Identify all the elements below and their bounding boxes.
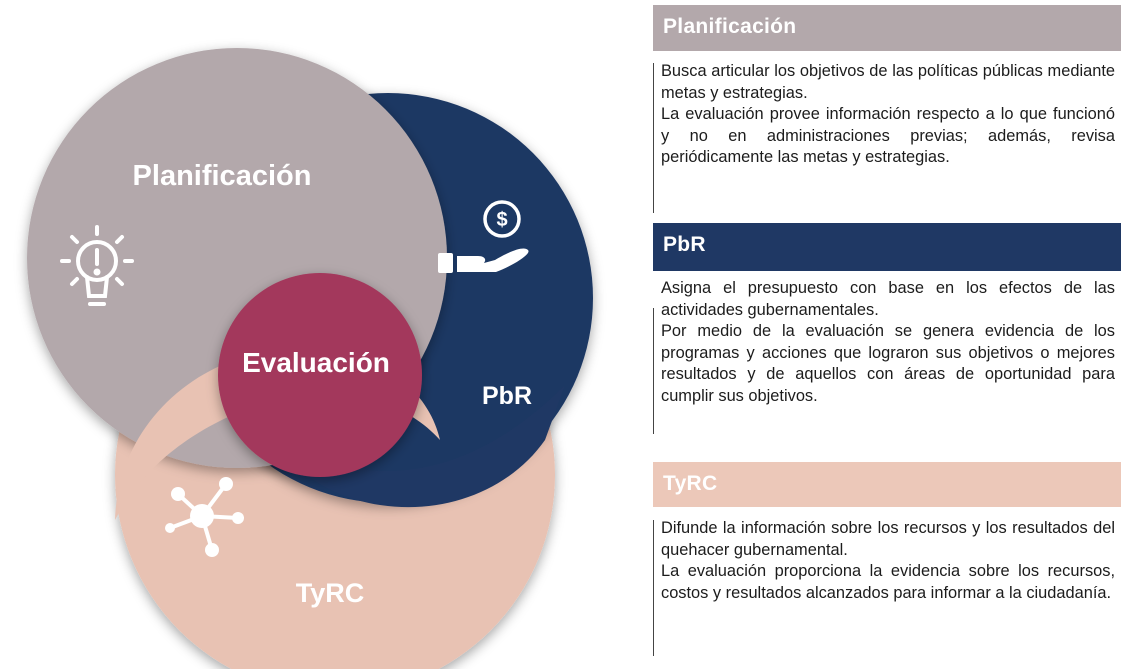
- section-title: Planificación: [663, 15, 797, 38]
- pbr-swirl: [268, 385, 565, 508]
- pbr-label: PbR: [482, 382, 532, 410]
- section-tyrc: TyRC Difunde la información sobre los re…: [653, 462, 1121, 662]
- section-body: Difunde la información sobre los recurso…: [653, 518, 1121, 656]
- tyrc-label: TyRC: [296, 578, 365, 608]
- section-header-pbr: PbR: [653, 223, 1121, 271]
- accent-bar: [653, 520, 654, 656]
- section-paragraph: La evaluación provee información respect…: [661, 105, 1115, 167]
- section-paragraph: Difunde la información sobre los recurso…: [661, 519, 1115, 559]
- section-title: PbR: [663, 233, 706, 256]
- evaluacion-circle: [218, 273, 422, 477]
- section-paragraph: Asigna el presupuesto con base en los ef…: [661, 279, 1115, 319]
- network-icon: [165, 477, 244, 557]
- lightbulb-icon: [60, 225, 134, 306]
- section-planificacion: Planificación Busca articular los objeti…: [653, 5, 1121, 220]
- accent-bar: [653, 308, 654, 434]
- evaluacion-label: Evaluación: [242, 347, 390, 378]
- section-body: Asigna el presupuesto con base en los ef…: [653, 278, 1121, 434]
- planificacion-label: Planificación: [133, 160, 312, 192]
- accent-bar: [653, 63, 654, 213]
- svg-text:$: $: [496, 209, 507, 231]
- section-body: Busca articular los objetivos de las pol…: [653, 61, 1121, 213]
- venn-diagram: Planificación PbR Evaluación TyRC $: [27, 48, 593, 669]
- section-paragraph: Por medio de la evaluación se genera evi…: [661, 322, 1115, 405]
- section-header-tyrc: TyRC: [653, 462, 1121, 507]
- section-pbr: PbR Asigna el presupuesto con base en lo…: [653, 223, 1121, 459]
- section-paragraph: Busca articular los objetivos de las pol…: [661, 62, 1115, 102]
- section-header-planificacion: Planificación: [653, 5, 1121, 51]
- section-paragraph: La evaluación proporciona la evidencia s…: [661, 562, 1115, 602]
- section-title: TyRC: [663, 472, 718, 495]
- money-hand-icon: $: [438, 200, 529, 273]
